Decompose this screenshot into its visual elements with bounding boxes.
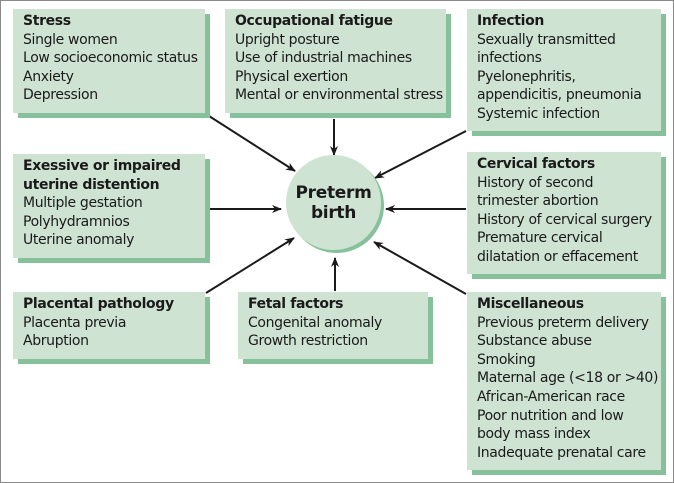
box-item: Abruption <box>23 333 89 350</box>
box-placental-pathology: Placental pathology Placenta previa Abru… <box>13 292 205 359</box>
box-item: Inadequate prenatal care <box>477 444 646 461</box>
preterm-birth-node: Preterm birth <box>286 155 381 250</box>
box-title-line1: Exessive or impaired <box>23 158 181 174</box>
box-title: Miscellaneous <box>477 296 584 312</box>
box-item: body mass index <box>477 426 591 443</box>
box-item: Uterine anomaly <box>23 232 135 249</box>
box-title: Infection <box>477 13 544 29</box>
box-item: Multiple gestation <box>23 195 143 212</box>
box-stress: Stress Single women Low socioeconomic st… <box>13 9 205 113</box>
box-item: Mental or environmental stress <box>235 87 443 104</box>
box-item: Sexually transmitted <box>477 31 616 48</box>
center-label-line1: Preterm <box>295 182 372 203</box>
box-infection: Infection Sexually transmitted infection… <box>467 9 661 131</box>
box-item: History of cervical surgery <box>477 211 652 228</box>
box-title: Fetal factors <box>248 296 344 312</box>
box-item: Low socioeconomic status <box>23 50 198 67</box>
box-miscellaneous: Miscellaneous Previous preterm delivery … <box>467 292 661 470</box>
box-item: African-American race <box>477 388 625 405</box>
box-item: Premature cervical <box>477 230 603 247</box>
box-title: Cervical factors <box>477 156 595 172</box>
box-item: Maternal age (<18 or >40) <box>477 370 659 387</box>
box-item: Previous preterm delivery <box>477 314 649 331</box>
arrow-infection <box>374 130 467 179</box>
arrow-placental <box>205 237 295 294</box>
box-item: Anxiety <box>23 68 74 85</box>
box-title: Stress <box>23 13 71 29</box>
box-title: Occupational fatigue <box>235 13 393 29</box>
box-item: Poor nutrition and low <box>477 407 624 424</box>
box-item: Systemic infection <box>477 105 600 122</box>
box-occupational-fatigue: Occupational fatigue Upright posture Use… <box>225 9 446 113</box>
box-fetal-factors: Fetal factors Congenital anomaly Growth … <box>238 292 428 359</box>
box-item: Pyelonephritis, <box>477 68 576 85</box>
arrow-misc <box>373 241 467 295</box>
box-item: History of second <box>477 174 594 191</box>
box-item: Placenta previa <box>23 314 127 331</box>
box-item: Upright posture <box>235 31 340 48</box>
box-item: Smoking <box>477 351 536 368</box>
box-item: infections <box>477 50 542 67</box>
box-item: Growth restriction <box>248 333 368 350</box>
box-title-line2: uterine distention <box>23 176 160 193</box>
box-item: trimester abortion <box>477 193 599 210</box>
box-item: dilatation or effacement <box>477 248 638 265</box>
box-item: Substance abuse <box>477 333 592 350</box>
box-item: Physical exertion <box>235 68 348 85</box>
center-label-line2: birth <box>310 202 357 223</box>
box-uterine-distention: Exessive or impaired uterine distention … <box>13 154 205 258</box>
box-title: Placental pathology <box>23 296 174 312</box>
box-item: Use of industrial machines <box>235 50 412 67</box>
box-item: Single women <box>23 31 118 48</box>
box-cervical-factors: Cervical factors History of second trime… <box>467 152 661 274</box>
box-item: appendicitis, pneumonia <box>477 87 642 104</box>
arrow-stress <box>208 115 296 172</box>
box-item: Depression <box>23 87 98 104</box>
box-item: Congenital anomaly <box>248 314 382 331</box>
box-item: Polyhydramnios <box>23 213 130 230</box>
